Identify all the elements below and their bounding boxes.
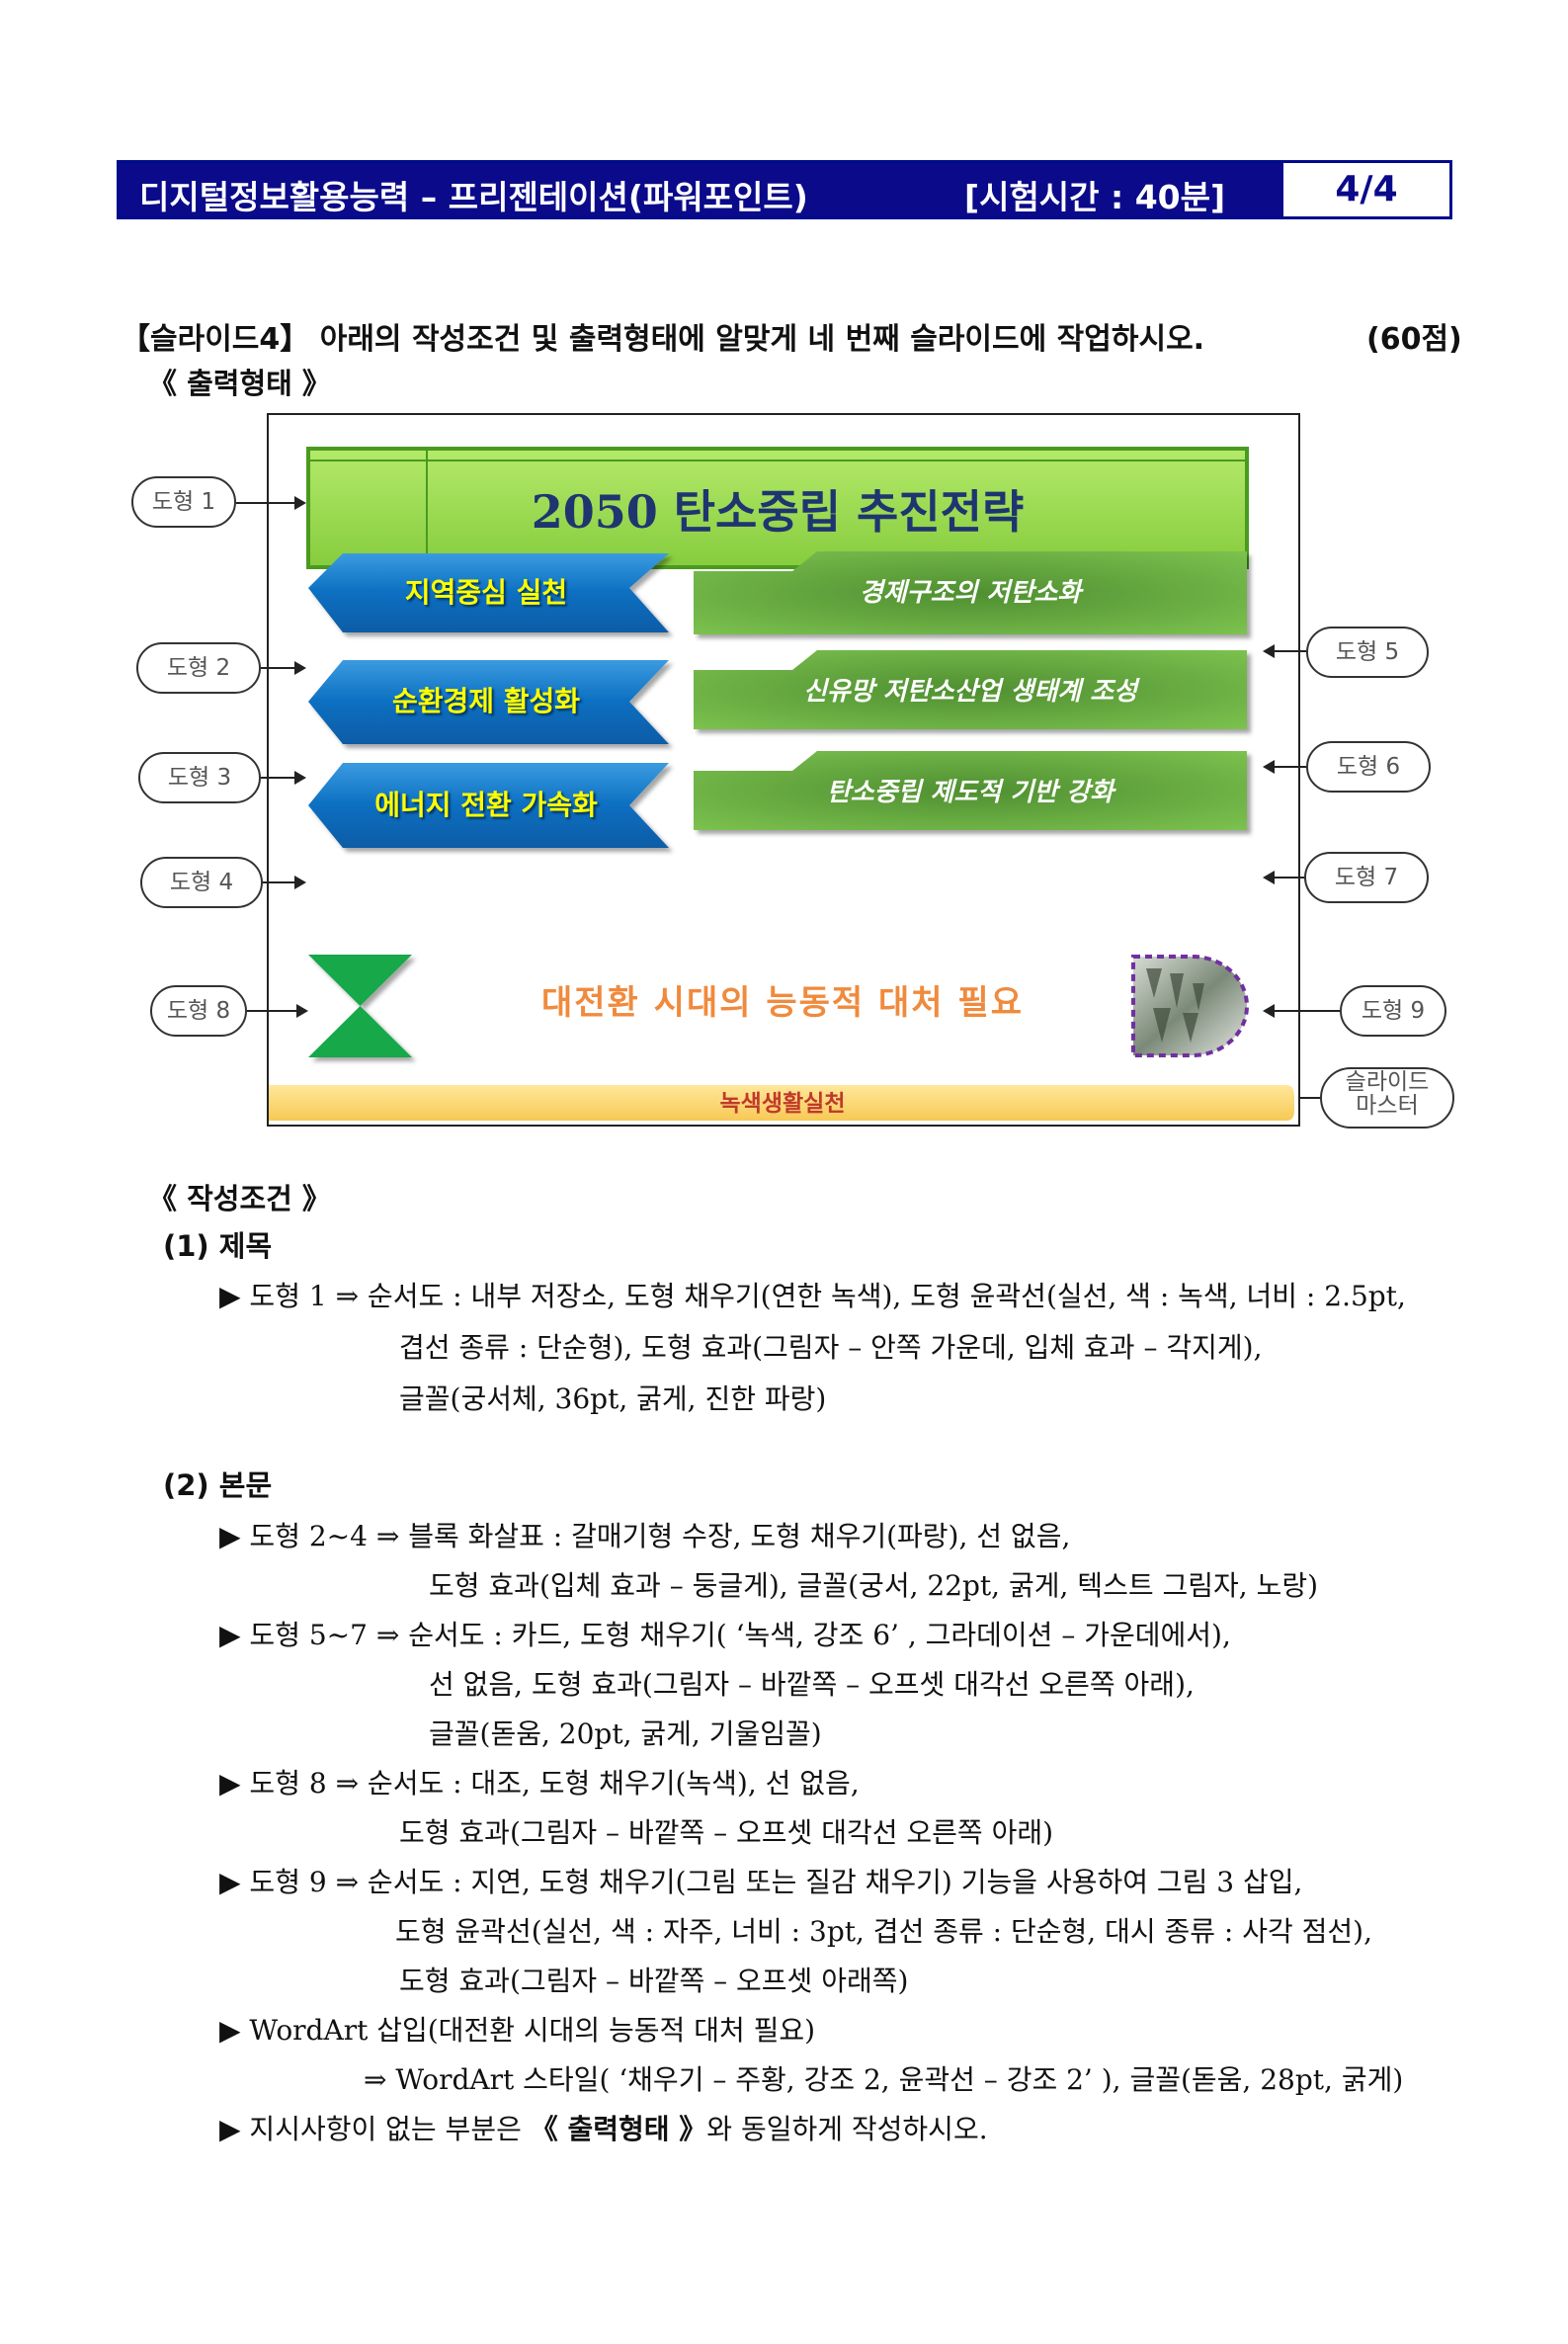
- slide-title: 2050 탄소중립 추진전략: [531, 485, 1025, 539]
- callout-arrow-3: [261, 771, 306, 785]
- slide-preview: 2050 탄소중립 추진전략 지역중심 실천 순환경제 활성화 에너지 전환 가…: [267, 413, 1300, 1127]
- cond-1-line-3: 글꼴(궁서체, 36pt, 굵게, 진한 파랑): [399, 1382, 827, 1415]
- header-title-panel: [120, 163, 1283, 216]
- wordart-text: 대전환 시대의 능동적 대처 필요: [541, 983, 1024, 1023]
- card-text-2: 신유망 저탄소산업 생태계 조성: [802, 677, 1138, 707]
- header-time: [시험시간 : 40분]: [964, 178, 1226, 216]
- cond-5-line-3: 도형 효과(그림자 – 바깥쪽 – 오프셋 아래쪽): [399, 1965, 909, 1997]
- cond-1-line-1: ▶ 도형 1 ⇒ 순서도 : 내부 저장소, 도형 채우기(연한 녹색), 도형…: [219, 1280, 1406, 1312]
- master-footer-bar: [269, 1085, 1294, 1121]
- conditions-heading: 《 작성조건 》: [148, 1182, 331, 1215]
- title-shape: [306, 447, 1249, 569]
- cond-7-bold: 《 출력형태 》: [530, 2113, 707, 2145]
- cond-6-line-2: ⇒ WordArt 스타일( ‘채우기 – 주황, 강조 2, 윤곽선 – 강조…: [364, 2063, 1404, 2096]
- callout-shape-4: 도형 4: [140, 857, 263, 908]
- callout-master-line-1: 슬라이드: [1345, 1069, 1430, 1095]
- callout-shape-3: 도형 3: [138, 752, 261, 803]
- callout-shape-1: 도형 1: [131, 476, 236, 528]
- callout-arrow-5: [1263, 644, 1306, 658]
- card-shape-1: [694, 551, 1247, 634]
- cond-7-pre: ▶ 지시사항이 없는 부분은: [219, 2113, 531, 2145]
- chevron-arrow-1: [308, 553, 669, 632]
- chevron-arrow-3: [308, 763, 669, 848]
- callout-arrow-2: [261, 661, 306, 675]
- cond-4-line-2: 도형 효과(그림자 – 바깥쪽 – 오프셋 대각선 오른쪽 아래): [399, 1816, 1054, 1849]
- cond-3-line-2: 선 없음, 도형 효과(그림자 – 바깥쪽 – 오프셋 대각선 오른쪽 아래),: [429, 1668, 1195, 1701]
- callout-arrow-4: [263, 876, 306, 889]
- chevron-arrow-2: [308, 660, 669, 744]
- footer-text: 녹색생활실천: [719, 1090, 846, 1117]
- cond-2-line-2: 도형 효과(입체 효과 – 둥글게), 글꼴(궁서, 22pt, 굵게, 텍스트…: [429, 1569, 1319, 1602]
- callout-line-master: [1300, 1097, 1322, 1099]
- delay-picture-shape: [1131, 955, 1249, 1057]
- callout-arrow-6: [1263, 760, 1306, 774]
- cond-2-line-1: ▶ 도형 2~4 ⇒ 블록 화살표 : 갈매기형 수장, 도형 채우기(파랑),…: [219, 1520, 1071, 1552]
- callout-arrow-7: [1263, 871, 1304, 884]
- output-form-heading: 《 출력형태 》: [148, 367, 331, 400]
- callout-arrow-8: [247, 1004, 308, 1018]
- header-title: 디지털정보활용능력 – 프리젠테이션(파워포인트): [139, 178, 808, 216]
- task-points: (60점): [1366, 322, 1462, 357]
- arrow-text-1: 지역중심 실천: [404, 576, 568, 609]
- callout-shape-7: 도형 7: [1304, 852, 1429, 903]
- exam-header: 디지털정보활용능력 – 프리젠테이션(파워포인트) [시험시간 : 40분] 4…: [117, 160, 1452, 219]
- callout-shape-2: 도형 2: [136, 642, 261, 694]
- callout-arrow-1: [236, 496, 306, 510]
- cond-7-line: ▶ 지시사항이 없는 부분은 《 출력형태 》와 동일하게 작성하시오.: [219, 2108, 988, 2147]
- callout-shape-5: 도형 5: [1306, 627, 1429, 678]
- arrow-text-2: 순환경제 활성화: [391, 685, 581, 717]
- slide-canvas: [269, 447, 1294, 1121]
- cond-3-line-3: 글꼴(돋움, 20pt, 굵게, 기울임꼴): [429, 1717, 822, 1750]
- collate-shape: [308, 955, 412, 1057]
- callout-slide-master: 슬라이드 마스터: [1320, 1067, 1454, 1129]
- section-title-heading: (1) 제목: [163, 1229, 273, 1263]
- section-body-heading: (2) 본문: [163, 1468, 273, 1502]
- cond-4-line-1: ▶ 도형 8 ⇒ 순서도 : 대조, 도형 채우기(녹색), 선 없음,: [219, 1767, 860, 1800]
- cond-3-line-1: ▶ 도형 5~7 ⇒ 순서도 : 카드, 도형 채우기( ‘녹색, 강조 6’ …: [219, 1619, 1231, 1651]
- callout-shape-6: 도형 6: [1306, 741, 1431, 793]
- callout-shape-8: 도형 8: [150, 985, 247, 1037]
- cond-7-post: 와 동일하게 작성하시오.: [706, 2113, 988, 2145]
- cond-6-line-1: ▶ WordArt 삽입(대전환 시대의 능동적 대처 필요): [219, 2014, 816, 2047]
- card-text-1: 경제구조의 저탄소화: [859, 578, 1082, 608]
- callout-master-line-2: 마스터: [1356, 1093, 1419, 1119]
- card-text-3: 탄소중립 제도적 기반 강화: [826, 778, 1114, 807]
- cond-5-line-2: 도형 윤곽선(실선, 색 : 자주, 너비 : 3pt, 겹선 종류 : 단순형…: [395, 1915, 1373, 1948]
- arrow-text-3: 에너지 전환 가속화: [374, 789, 598, 821]
- task-instruction: 【슬라이드4】 아래의 작성조건 및 출력형태에 알맞게 네 번째 슬라이드에 …: [121, 322, 1205, 357]
- callout-arrow-9: [1263, 1004, 1340, 1018]
- cond-1-line-2: 겹선 종류 : 단순형), 도형 효과(그림자 – 안쪽 가운데, 입체 효과 …: [399, 1331, 1263, 1364]
- card-shape-2: [694, 650, 1247, 729]
- callout-shape-9: 도형 9: [1340, 985, 1446, 1037]
- card-shape-3: [694, 751, 1247, 830]
- header-page-number: 4/4: [1335, 169, 1398, 209]
- cond-5-line-1: ▶ 도형 9 ⇒ 순서도 : 지연, 도형 채우기(그림 또는 질감 채우기) …: [219, 1866, 1303, 1898]
